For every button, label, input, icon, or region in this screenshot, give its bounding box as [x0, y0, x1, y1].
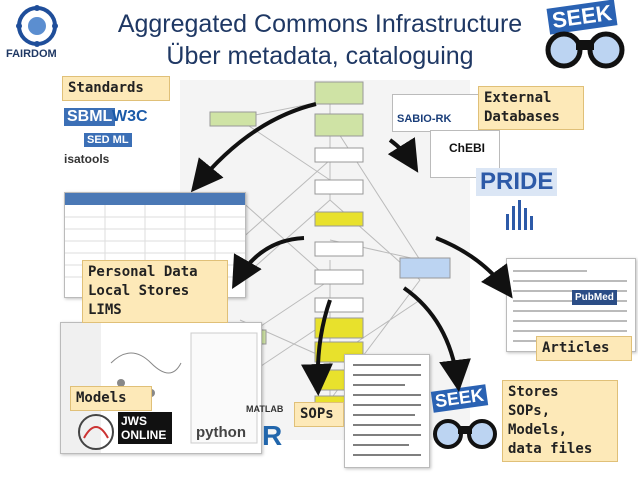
chebi-logo: ChEBI: [430, 130, 500, 178]
sabio-rk-logo: SABIO-RK: [392, 94, 480, 132]
fairdom-logo-text: FAIRDOM: [6, 48, 57, 60]
binoculars-bottom-icon: [433, 419, 497, 449]
page-title: Aggregated Commons Infrastructure: [117, 10, 523, 38]
isatools-logo: isatools: [64, 152, 110, 166]
python-logo: python: [196, 424, 246, 441]
binoculars-icon: [545, 31, 625, 69]
w3c-logo: W3C: [112, 108, 148, 125]
seek-logo-top: SEEK: [538, 0, 632, 70]
page-subtitle: Über metadata, cataloguing: [166, 42, 474, 70]
jws-online-logo: JWS ONLINE: [118, 412, 172, 444]
sops-label: SOPs: [294, 402, 344, 427]
fairdom-emblem-icon: [16, 5, 58, 47]
articles-label: Articles: [536, 336, 632, 361]
sedml-logo: SED ML: [84, 133, 132, 147]
models-label: Models: [70, 386, 152, 411]
matlab-logo: MATLAB: [246, 404, 284, 414]
sbml-logo: SBML: [64, 108, 116, 126]
sop-document-screenshot: [344, 354, 430, 468]
stores-label: Stores SOPs, Models, data files: [502, 380, 618, 462]
standards-label: Standards: [62, 76, 170, 101]
pride-bars-icon: [506, 200, 533, 230]
model-circle-logo-icon: [78, 414, 114, 450]
sop-text-lines: [353, 364, 421, 456]
external-databases-label: External Databases: [478, 86, 584, 130]
fairdom-logo: FAIRDOM: [6, 4, 68, 64]
chebi-text: ChEBI: [449, 141, 485, 155]
pubmed-logo: PubMed: [572, 290, 617, 305]
seek-logo-bottom: SEEK: [428, 384, 502, 452]
r-logo: R: [262, 420, 283, 451]
sabio-rk-text: SABIO-RK: [397, 113, 452, 125]
pride-logo: PRIDE: [476, 168, 558, 196]
personal-data-label: Personal Data Local Stores LIMS: [82, 260, 228, 323]
